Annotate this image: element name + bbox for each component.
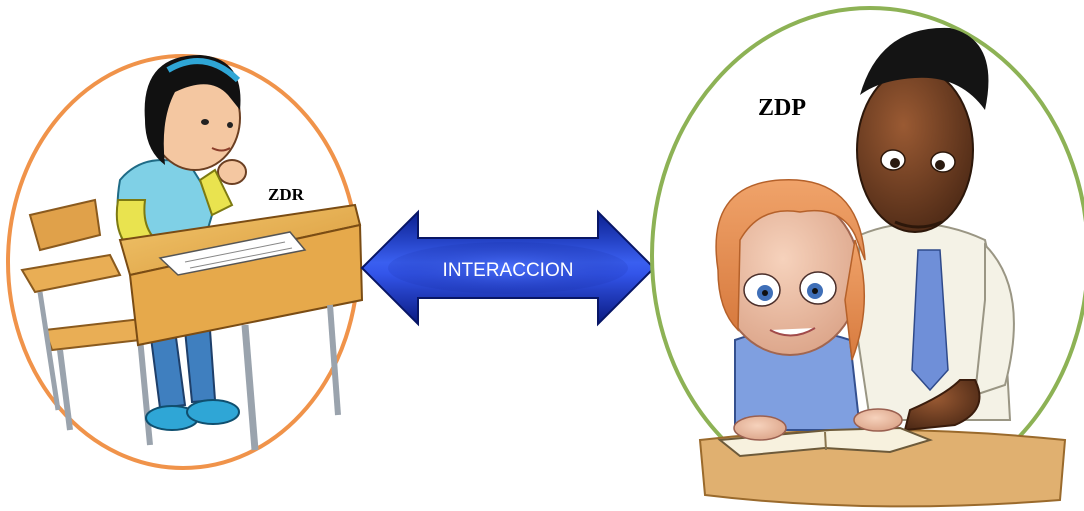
right-zone: ZDP xyxy=(650,6,1084,508)
left-zone: ZDR xyxy=(6,54,364,470)
right-zone-label: ZDP xyxy=(758,95,806,121)
interaction-label: INTERACCION xyxy=(443,260,574,281)
teacher-and-girl-illustration xyxy=(698,27,1067,508)
girl-studying-illustration xyxy=(20,55,364,451)
left-zone-label: ZDR xyxy=(268,185,305,204)
interaction-connector: INTERACCION xyxy=(360,209,656,327)
